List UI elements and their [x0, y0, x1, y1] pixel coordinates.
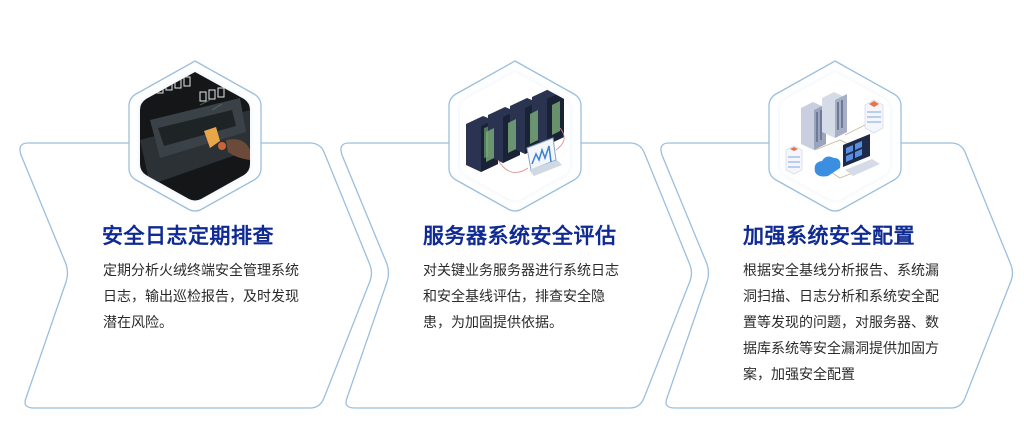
- card-3-description: 根据安全基线分析报告、系统漏洞扫描、日志分析和系统安全配置等发现的问题，对服务器…: [743, 263, 939, 383]
- card-1-title: 安全日志定期排查: [102, 224, 274, 248]
- card-1-description: 定期分析火绒终端安全管理系统日志，输出巡检报告，及时发现潜在风险。: [103, 263, 299, 331]
- card-1-chevron-outline: [19, 142, 373, 409]
- card-3-title: 加强系统安全配置: [743, 224, 915, 248]
- security-laptop-photo: [140, 72, 250, 201]
- card-2-hexagon-badge: [448, 60, 582, 212]
- card-2-description: 对关键业务服务器进行系统日志和安全基线评估，排查安全隐患，为加固提供依据。: [423, 263, 619, 331]
- servers-cloud-network-illustration: [780, 72, 890, 201]
- card-1-hexagon-badge: [128, 60, 262, 212]
- server-racks-illustration: [460, 72, 570, 201]
- card-2-title: 服务器系统安全评估: [423, 224, 617, 248]
- card-3-chevron-outline: [660, 142, 1014, 409]
- card-2-chevron-outline: [340, 142, 693, 409]
- card-3-hexagon-badge: [768, 60, 902, 212]
